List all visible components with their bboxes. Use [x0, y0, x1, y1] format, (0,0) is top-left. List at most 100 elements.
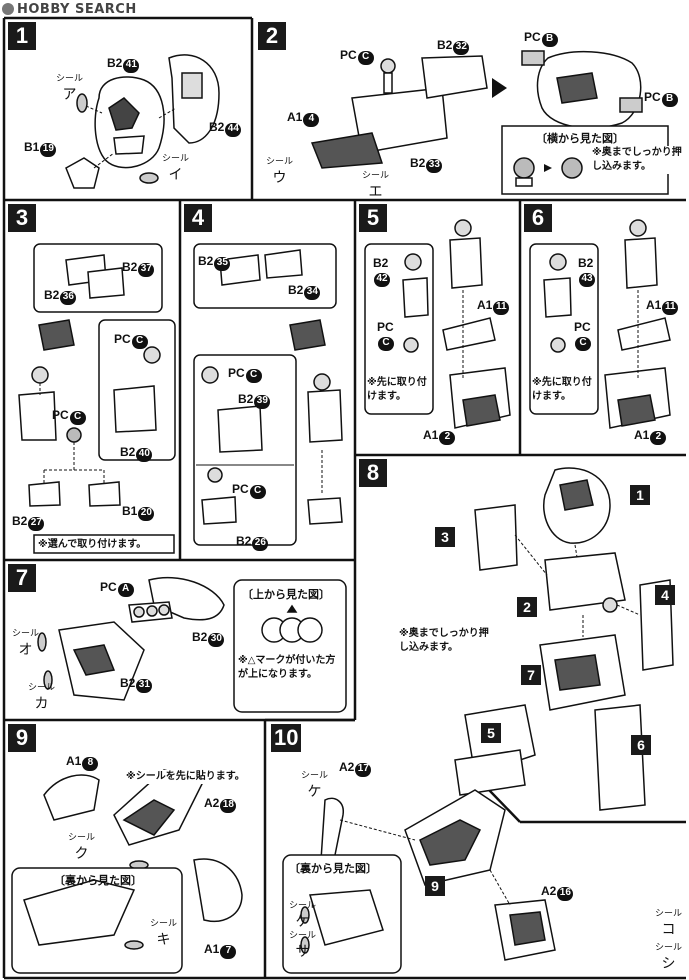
back-view-title: 〔裏から見た図〕	[54, 875, 142, 887]
step-number: 1	[8, 22, 36, 50]
seal-first-note: ※シールを先に貼ります。	[126, 770, 245, 784]
callout-3: 3	[435, 527, 455, 547]
seal-o: シールオ	[12, 628, 40, 658]
seal-sa: シールサ	[289, 930, 317, 960]
callout-4: 4	[655, 585, 675, 605]
step-number: 2	[258, 22, 286, 50]
step-number: 8	[359, 459, 387, 487]
callout-2: 2	[517, 597, 537, 617]
seal-ku: シールク	[68, 832, 96, 862]
step-number: 9	[8, 724, 36, 752]
backpack-part-illustration	[11, 769, 243, 974]
step-number: 4	[184, 204, 212, 232]
full-assembly-illustration	[454, 467, 674, 811]
callout-6: 6	[631, 735, 651, 755]
torso-part-illustration	[310, 50, 669, 195]
seal-ka: シールカ	[28, 682, 56, 712]
wing-part-illustration	[282, 789, 556, 974]
back-view-title: 〔裏から見た図〕	[289, 863, 377, 875]
attach-first-note: ※先に取り付けます。	[367, 376, 429, 404]
push-in-note: ※奥までしっかり押し込みます。	[399, 627, 497, 655]
callout-7: 7	[521, 665, 541, 685]
step-number: 10	[271, 724, 302, 752]
head-front-part-illustration	[65, 54, 220, 189]
top-view-title: 〔上から見た図〕	[242, 589, 330, 601]
step-number: 3	[8, 204, 36, 232]
seal-e: シールエ	[362, 170, 390, 200]
step-number: 5	[359, 204, 387, 232]
seal-u: シールウ	[266, 156, 294, 186]
watermark: HOBBY SEARCH	[2, 2, 137, 17]
seal-ko: シールコ	[655, 908, 683, 938]
seal-i: シールイ	[162, 153, 190, 183]
seal-ke-top: シールケ	[301, 770, 329, 800]
seal-a: シールア	[56, 73, 84, 103]
mark-up-note: ※△マークが付いた方が上になります。	[238, 654, 342, 682]
callout-5: 5	[481, 723, 501, 743]
seal-shi: シールシ	[655, 942, 683, 972]
select-attach-note: ※選んで取り付けます。	[38, 538, 147, 552]
side-view-note: ※奥までしっかり押し込みます。	[592, 146, 682, 174]
hobby-search-logo-icon	[2, 3, 14, 15]
side-view-title: 〔横から見た図〕	[536, 133, 624, 145]
step-number: 7	[8, 564, 36, 592]
seal-ki: シールキ	[150, 918, 178, 948]
step-8-panel: 8 1 2 3 4 5 6 7 ※奥までしっかり押し込みます。	[355, 455, 686, 820]
step-number: 6	[524, 204, 552, 232]
attach-first-note: ※先に取り付けます。	[532, 376, 594, 404]
seal-ke-back: シールケ	[289, 900, 317, 930]
callout-9: 9	[425, 876, 445, 896]
waist-part-illustration	[37, 576, 347, 713]
callout-1: 1	[630, 485, 650, 505]
leg-part-illustration	[529, 219, 671, 429]
